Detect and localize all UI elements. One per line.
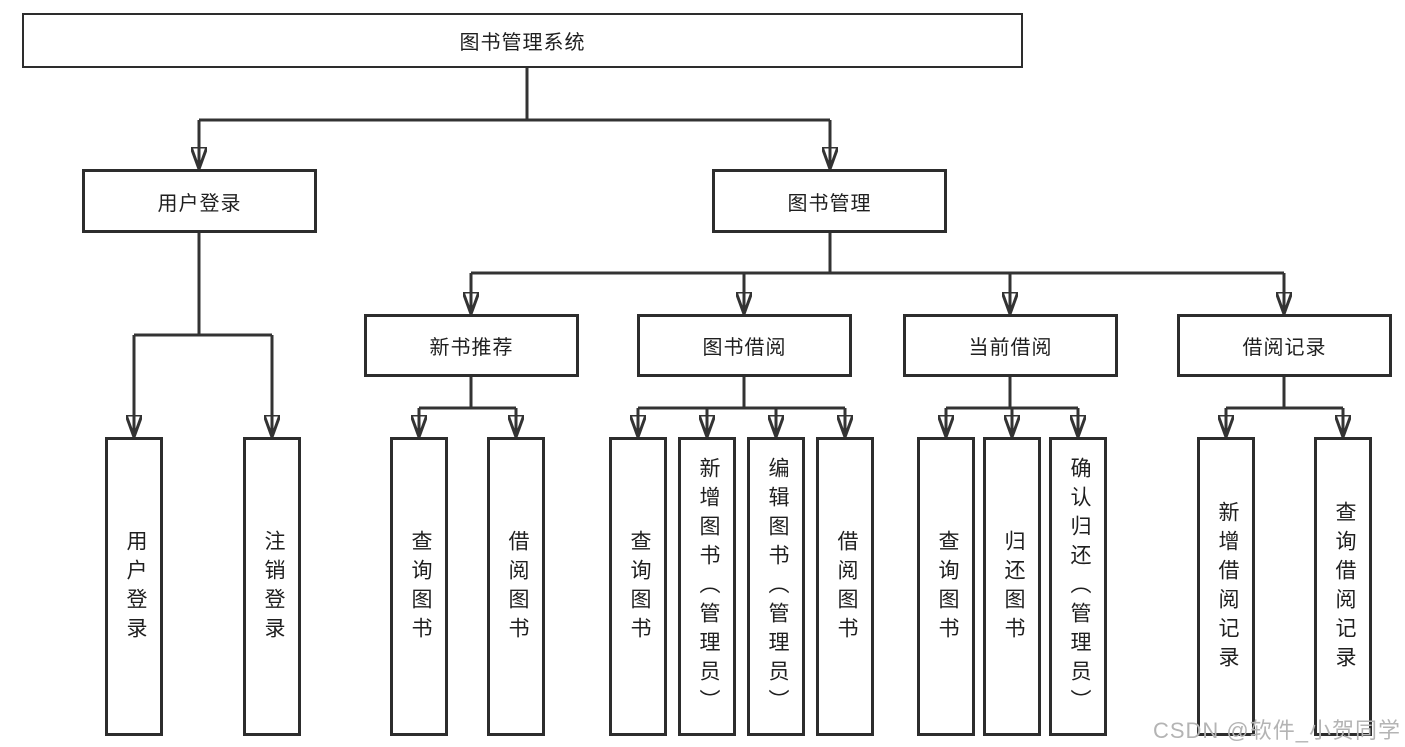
node-borrow-records: 借阅记录 [1177, 314, 1392, 377]
node-new-books: 新书推荐 [364, 314, 579, 377]
node-user-login: 用户登录 [82, 169, 317, 233]
leaf-records-add: 新增借阅记录 [1197, 437, 1255, 736]
leaf-borrow-add-admin: 新增图书（管理员） [678, 437, 736, 736]
leaf-newbooks-query: 查询图书 [390, 437, 448, 736]
leaf-newbooks-borrow: 借阅图书 [487, 437, 545, 736]
node-book-mgmt: 图书管理 [712, 169, 947, 233]
leaf-borrow-query: 查询图书 [609, 437, 667, 736]
leaf-current-return: 归还图书 [983, 437, 1041, 736]
leaf-borrow-edit-admin: 编辑图书（管理员） [747, 437, 805, 736]
node-current-borrow: 当前借阅 [903, 314, 1118, 377]
leaf-current-confirm-admin: 确认归还（管理员） [1049, 437, 1107, 736]
watermark: CSDN @软件_小贺同学 [1152, 718, 1401, 743]
leaf-records-query: 查询借阅记录 [1314, 437, 1372, 736]
leaf-user-login: 用户登录 [105, 437, 163, 736]
leaf-current-query: 查询图书 [917, 437, 975, 736]
leaf-logout: 注销登录 [243, 437, 301, 736]
leaf-borrow-borrow: 借阅图书 [816, 437, 874, 736]
node-root-system: 图书管理系统 [22, 13, 1023, 68]
node-book-borrow: 图书借阅 [637, 314, 852, 377]
